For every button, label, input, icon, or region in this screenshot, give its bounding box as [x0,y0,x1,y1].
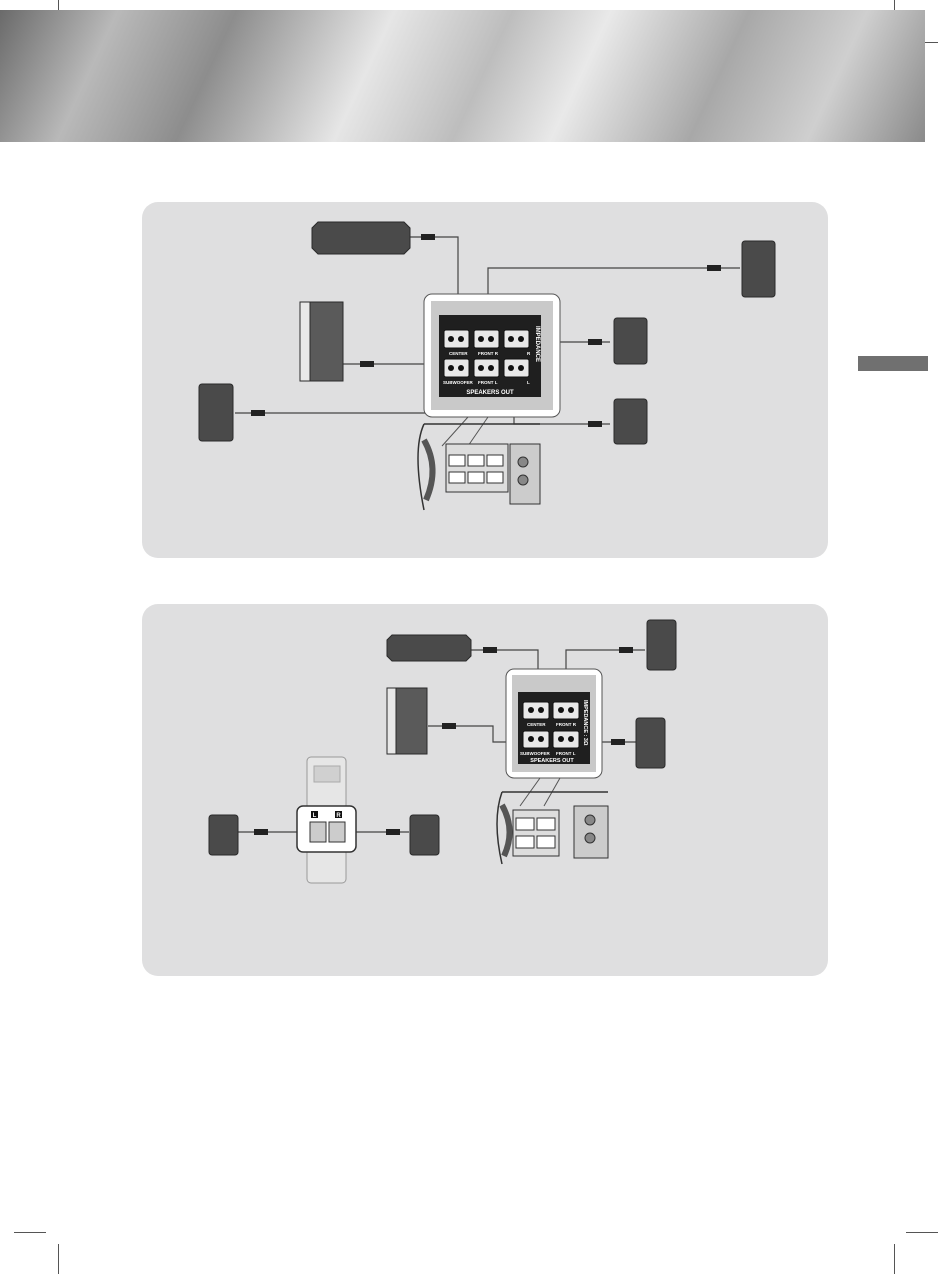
section-tab-marker [858,356,928,371]
crop-mark [906,1232,938,1233]
crop-mark [14,1232,46,1233]
crop-mark [894,1244,895,1274]
connection-diagram-7-1-panel [142,202,828,558]
page-header-banner [0,10,925,142]
crop-mark [58,1244,59,1274]
connection-diagram-wireless-panel [142,604,828,976]
